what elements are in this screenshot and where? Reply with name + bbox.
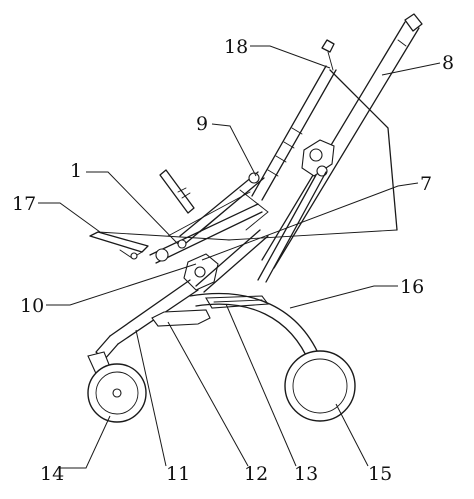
push-handle-tube (261, 13, 423, 269)
label-12: 12 (244, 463, 268, 485)
leader-lines (38, 45, 441, 469)
label-18: 18 (224, 36, 248, 58)
label-9: 9 (196, 113, 208, 135)
seat-back-panel (227, 69, 398, 241)
label-15: 15 (368, 463, 392, 485)
rear-upper-tube (251, 39, 337, 201)
label-11: 11 (166, 463, 190, 485)
front-wheel (87, 351, 147, 423)
label-8: 8 (442, 52, 454, 74)
central-hinge (183, 229, 269, 293)
handle-pivot-joint (257, 139, 335, 283)
reference-numerals: 1 7 8 9 10 11 12 13 14 15 16 17 18 (12, 36, 454, 485)
seat-linkage (149, 191, 263, 264)
label-17: 17 (12, 193, 36, 215)
footrest (89, 231, 231, 260)
label-14: 14 (40, 463, 64, 485)
label-13: 13 (294, 463, 318, 485)
label-10: 10 (20, 295, 44, 317)
rear-wheel (284, 350, 356, 422)
folding-lock (151, 295, 270, 327)
label-7: 7 (420, 173, 432, 195)
label-1: 1 (70, 160, 82, 182)
label-16: 16 (400, 276, 424, 298)
rear-leg-arc (189, 292, 323, 365)
